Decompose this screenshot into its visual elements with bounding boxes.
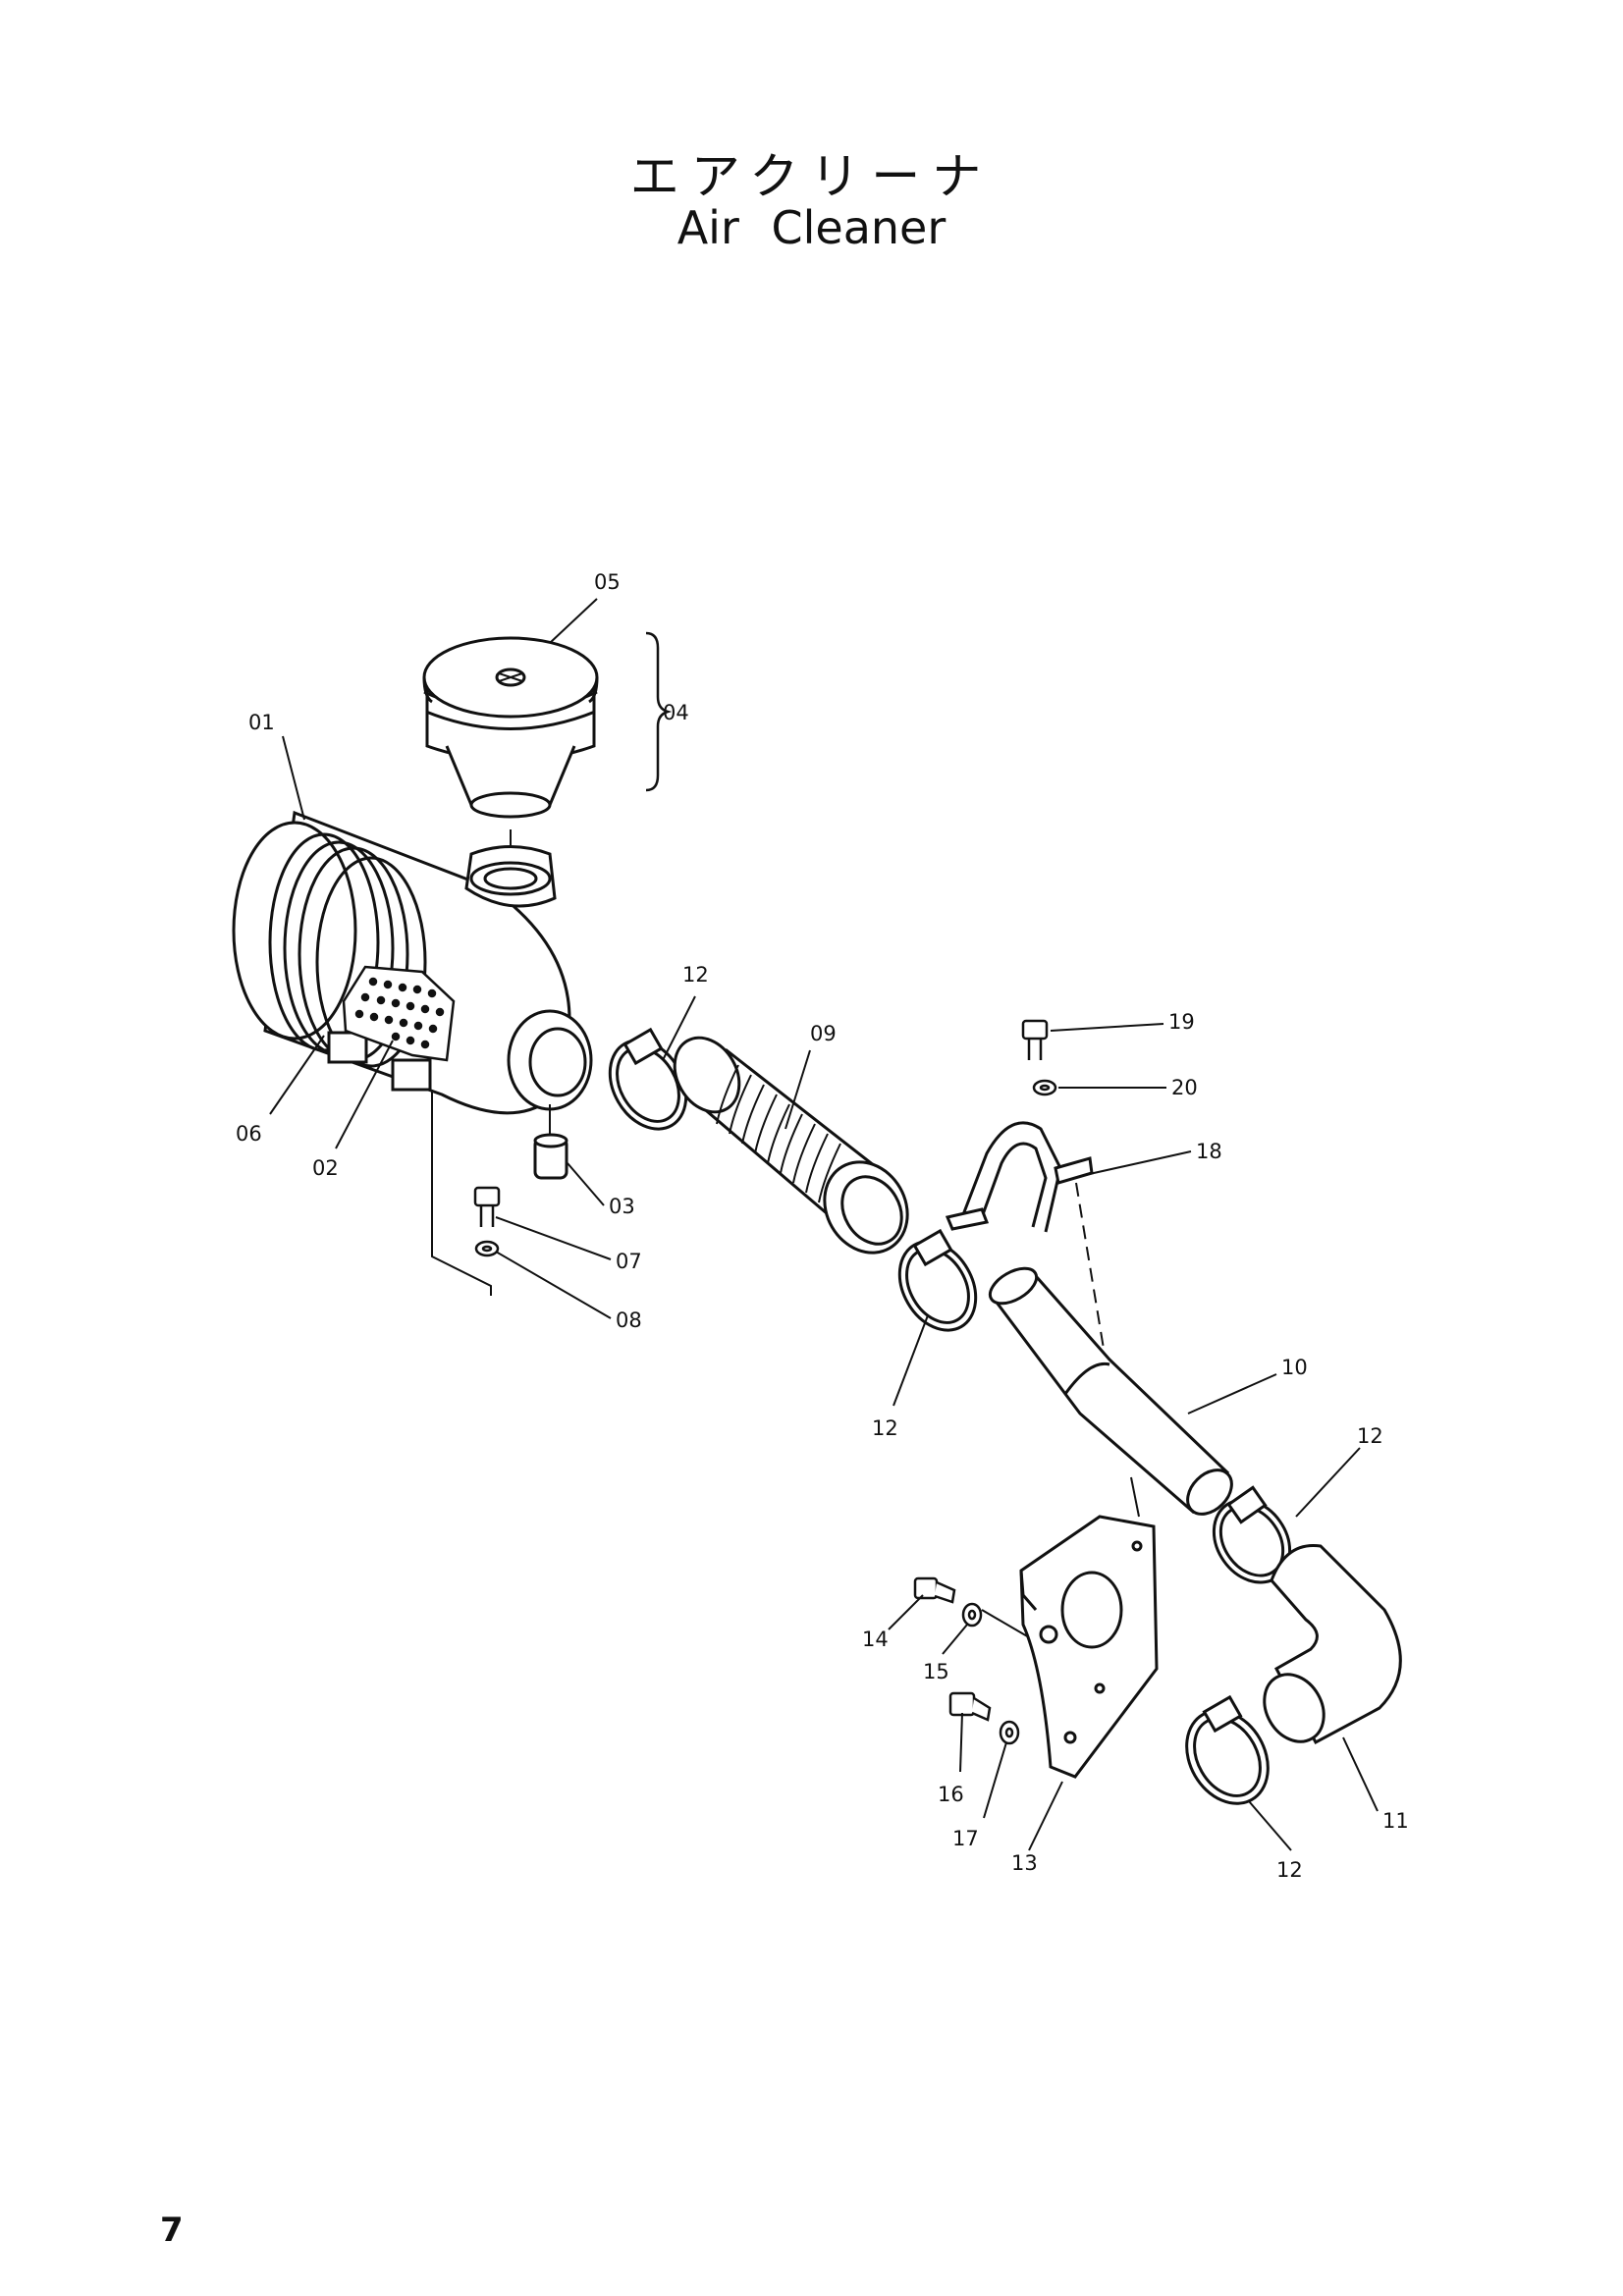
- washer-17: [999, 1720, 1020, 1745]
- callout-10: 10: [1281, 1356, 1308, 1379]
- bolt-16: [948, 1691, 992, 1722]
- mounting-bracket: [1019, 1515, 1159, 1779]
- callout-17: 17: [952, 1827, 979, 1850]
- callout-18: 18: [1196, 1140, 1222, 1163]
- caution-plate: [342, 965, 456, 1062]
- washer-20: [1032, 1079, 1057, 1096]
- assembly-bracket-04: [645, 631, 673, 792]
- callout-15: 15: [923, 1660, 949, 1683]
- evacuator-valve: [533, 1133, 568, 1180]
- washer-08: [474, 1240, 500, 1257]
- precleaner-cap: [422, 636, 599, 819]
- bolt-14: [913, 1576, 956, 1604]
- callout-19: 19: [1168, 1010, 1195, 1034]
- bolt-19: [1021, 1019, 1049, 1060]
- corrugated-hose: [673, 1036, 909, 1255]
- callout-12: 12: [682, 963, 709, 987]
- hose-clamp: [1185, 1694, 1270, 1805]
- callout-20: 20: [1171, 1076, 1198, 1099]
- page-number: 7: [160, 2211, 184, 2250]
- leader-lines: [269, 598, 1379, 1851]
- callout-labels: 01 05 04 12 09 19 20 18 03 07 08 06 02 1…: [236, 570, 1409, 1882]
- callout-06: 06: [236, 1122, 262, 1146]
- callout-12d: 12: [1276, 1858, 1303, 1882]
- callout-09: 09: [810, 1022, 837, 1045]
- bolt-07: [473, 1186, 501, 1227]
- callout-14: 14: [862, 1628, 889, 1651]
- hose-clamp: [897, 1228, 978, 1332]
- callout-08: 08: [616, 1308, 642, 1332]
- page-title-english: Air Cleaner: [676, 201, 947, 254]
- callout-13: 13: [1011, 1851, 1038, 1875]
- washer-15: [961, 1602, 983, 1628]
- callout-12b: 12: [872, 1416, 898, 1440]
- page-title-japanese: エアクリーナ: [629, 148, 994, 205]
- callout-11: 11: [1382, 1809, 1409, 1833]
- u-bracket: [945, 1121, 1094, 1233]
- air-cleaner-body: [232, 810, 593, 1139]
- callout-04: 04: [663, 701, 689, 724]
- callout-07: 07: [616, 1250, 642, 1273]
- elbow-hose: [1263, 1543, 1402, 1745]
- callout-12c: 12: [1357, 1424, 1383, 1448]
- callout-02: 02: [312, 1156, 339, 1180]
- callout-05: 05: [594, 570, 621, 594]
- intake-tube: [988, 1266, 1233, 1516]
- callout-01: 01: [248, 711, 275, 734]
- callout-03: 03: [609, 1195, 635, 1218]
- callout-16: 16: [938, 1783, 964, 1806]
